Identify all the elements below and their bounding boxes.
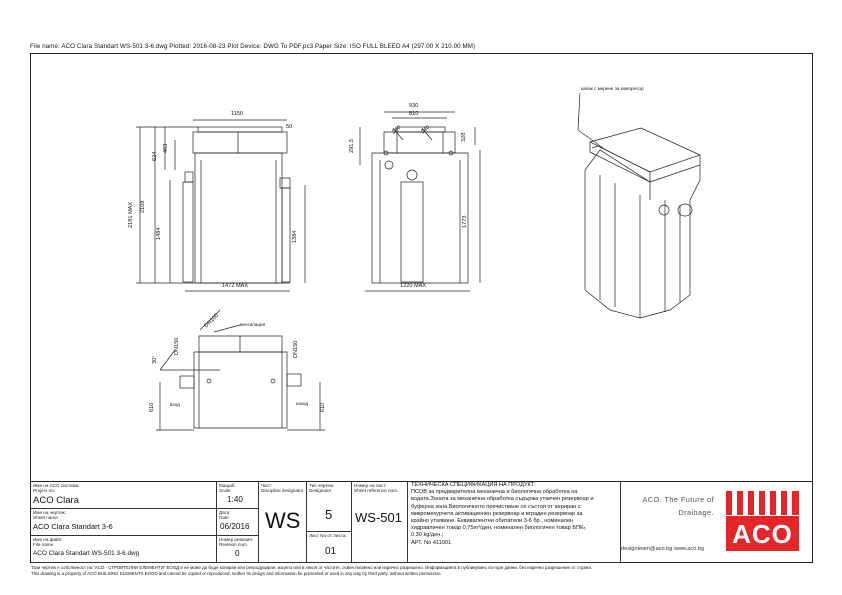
type-value: 5 (325, 507, 333, 522)
aco-logo: ACO (726, 516, 799, 551)
project-label-en: Project no: (33, 488, 55, 493)
aco-tagline: ACO. The Future of Drainage. (642, 495, 714, 517)
dim-plan-610b: 610 (320, 402, 326, 412)
type-label: Тип чертеж: (309, 483, 335, 488)
date-label-en: Date (219, 515, 229, 520)
project-label: Име на ACO система: (33, 483, 80, 488)
dim-front-1384: 1384 (292, 230, 298, 243)
type-cell: Тип чертеж:Designator 5 (307, 482, 352, 532)
file-label: Име на файл: (33, 537, 63, 542)
file-cell: Име на файл:File name ACO Clara Standart… (31, 536, 217, 563)
dim-side-1773: 1773 (462, 215, 468, 228)
dim-front-50: 50 (286, 124, 293, 130)
scale-cell: Мащаб:Scale 1:40 (217, 482, 259, 509)
part-label: Част: (261, 483, 273, 488)
dim-side-328: 328 (461, 132, 467, 142)
scale-label-en: Scale (219, 488, 231, 493)
rev-value: 0 (235, 549, 240, 558)
scale-label: Мащаб: (219, 483, 236, 488)
dim-plan-30: 30° (152, 355, 158, 364)
sheet-label: Име на чертеж: (33, 510, 66, 515)
num-label-en: Sheet reference num. (354, 488, 399, 493)
footer-bg: Тази чертеж е собственост на "ACO - СТРО… (31, 565, 592, 570)
iso-note: капак с мерене за компресор (581, 86, 644, 91)
sheet-label-en: Sheet name (33, 515, 58, 520)
tech-spec: ТЕХНИЧЕСКА СПЕЦИФИКАЦИЯ НА ПРОДУКТ: ПСОВ… (411, 482, 594, 546)
rev-label: Номер ревизия: (219, 537, 253, 542)
date-value: 06/2016 (220, 522, 250, 531)
sheet-cell: Име на чертеж:Sheet name ACO Clara Stand… (31, 509, 217, 536)
sheet-value: ACO Clara Standart 3-6 (33, 522, 113, 531)
aco-contact: designteam@aco.bg www.aco.bg (621, 546, 705, 552)
plan-outlet-label: изход (296, 401, 309, 406)
dim-side-1220: 1220 MAX (400, 283, 427, 289)
date-cell: Дата:Date 06/2016 (217, 509, 259, 536)
dim-side-930: 930 (409, 103, 419, 109)
num-value: WS-501 (355, 510, 402, 525)
plan-inlet-label: вход (170, 402, 180, 407)
scale-value: 1:40 (227, 495, 243, 504)
plan-vent-label: вентилация (240, 322, 266, 327)
iso-view (577, 92, 701, 319)
plan-view (156, 309, 325, 431)
dim-front-624: 624 (152, 151, 158, 161)
dim-front-2108: 2108 (140, 200, 146, 213)
sheetno-label: Лист No от листа: (309, 533, 347, 538)
part-label-en: Discipline designator (261, 488, 304, 493)
title-block: Име на ACO система:Project no: ACO Clara… (31, 481, 812, 563)
project-value: ACO Clara (33, 495, 79, 506)
dim-front-463: 463 (163, 143, 169, 153)
dim-plan-dn150b: DN150 (293, 340, 299, 358)
part-value: WS (265, 508, 301, 533)
footer-en: This drawing is a property of ACO BUILDI… (31, 571, 442, 576)
dim-front-1484: 1484 (156, 227, 162, 240)
file-label-en: File name (33, 542, 54, 547)
sheetno-value: 01 (325, 546, 337, 557)
project-cell: Име на ACO система:Project no: ACO Clara (31, 482, 217, 509)
dim-side-291: 291.5 (349, 139, 355, 153)
aco-logo-stripes (726, 491, 799, 515)
dim-front-1472: 1472 MAX (222, 283, 249, 289)
file-value: ACO Clara Standart WS-501 3-6.dwg (33, 550, 140, 557)
file-header: File name: ACO Clara Standart WS-501 3-6… (30, 43, 476, 50)
part-cell: Част:Discipline designator WS (259, 482, 307, 563)
dim-side-810: 810 (409, 111, 419, 117)
rev-label-en: Revision num. (219, 542, 249, 547)
type-label-en: Designator (309, 488, 332, 493)
dim-plan-dn150a: DN150 (174, 337, 180, 355)
num-label: Номер на лист: (354, 483, 387, 488)
date-label: Дата: (219, 510, 231, 515)
num-cell: Номер на лист:Sheet reference num. WS-50… (352, 482, 408, 563)
rev-cell: Номер ревизия:Revision num. 0 (217, 536, 259, 563)
front-view (136, 119, 306, 292)
dim-front-2181: 2181 MAX (128, 201, 134, 228)
dim-front-1150: 1150 (231, 111, 244, 117)
side-view (359, 111, 481, 292)
sheetno-cell: Лист No от листа: 01 (307, 532, 352, 563)
tech-spec-cell: ТЕХНИЧЕСКА СПЕЦИФИКАЦИЯ НА ПРОДУКТ: ПСОВ… (408, 482, 621, 563)
dim-plan-610a: 610 (149, 402, 155, 412)
